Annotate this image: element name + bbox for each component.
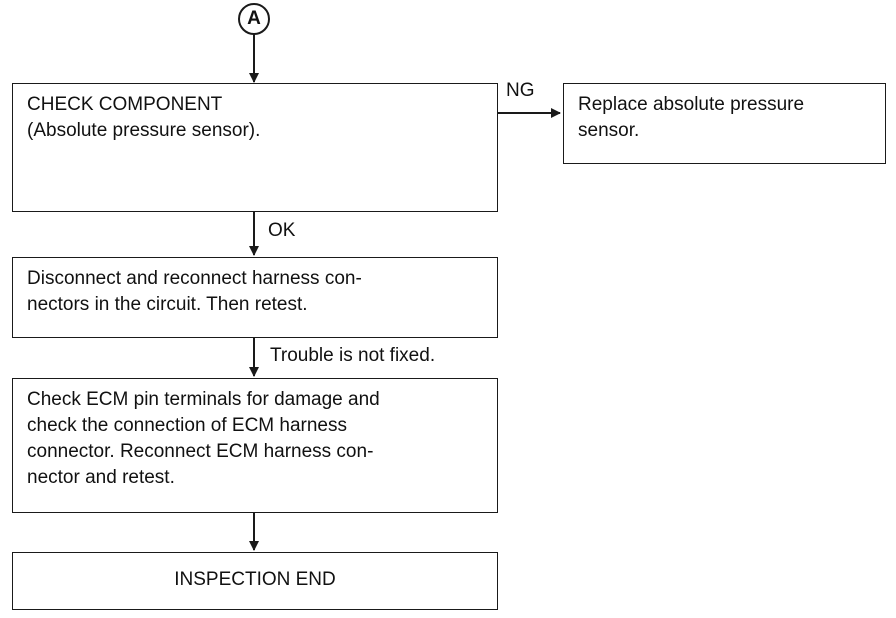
connector-label: A: [247, 8, 261, 29]
inspection-end-box: INSPECTION END: [12, 552, 498, 610]
ng-label: NG: [506, 80, 535, 101]
check-component-line-1: CHECK COMPONENT: [27, 94, 223, 115]
not-fixed-label: Trouble is not fixed.: [270, 345, 436, 366]
replace-sensor-line-2: sensor.: [578, 120, 640, 141]
check-ecm-line-3: connector. Reconnect ECM harness con-: [27, 441, 374, 462]
inspection-end-label: INSPECTION END: [174, 569, 336, 590]
check-component-box: CHECK COMPONENT (Absolute pressure senso…: [12, 83, 498, 212]
ok-label: OK: [268, 220, 296, 241]
reconnect-harness-line-2: nectors in the circuit. Then retest.: [27, 294, 308, 315]
reconnect-harness-line-1: Disconnect and reconnect harness con-: [27, 268, 362, 289]
replace-sensor-line-1: Replace absolute pressure: [578, 94, 805, 115]
check-component-line-2: (Absolute pressure sensor).: [27, 120, 261, 141]
reconnect-harness-box: Disconnect and reconnect harness con- ne…: [12, 257, 498, 338]
replace-sensor-box: Replace absolute pressure sensor.: [563, 83, 886, 164]
check-ecm-box: Check ECM pin terminals for damage and c…: [12, 378, 498, 513]
check-ecm-line-4: nector and retest.: [27, 467, 175, 488]
check-ecm-line-2: check the connection of ECM harness: [27, 415, 348, 436]
check-ecm-line-1: Check ECM pin terminals for damage and: [27, 389, 380, 410]
